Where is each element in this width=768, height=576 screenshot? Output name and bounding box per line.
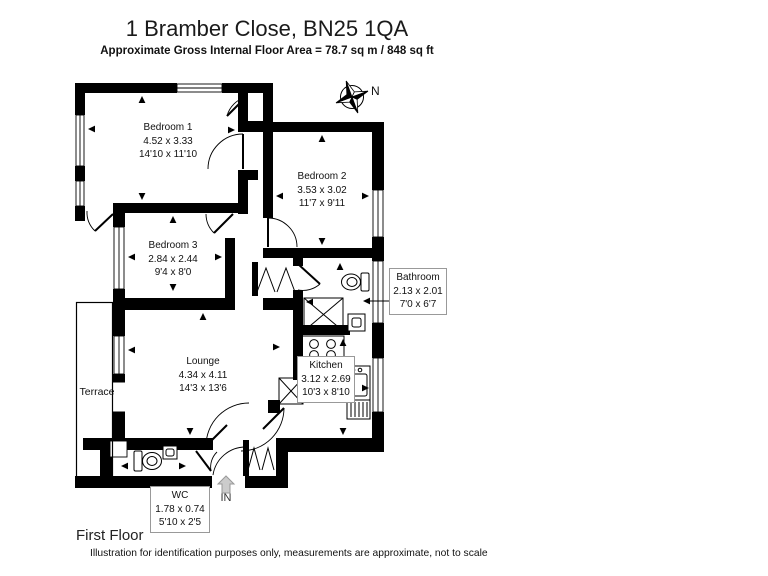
room-dim-metric: 4.52 x 3.33 bbox=[143, 135, 193, 147]
room-dim-metric: 3.53 x 3.02 bbox=[297, 184, 347, 196]
windows bbox=[75, 83, 384, 458]
wc-basin-icon bbox=[162, 445, 178, 460]
kitchen-sink-icon bbox=[346, 365, 371, 420]
room-dim-imperial: 5'10 x 2'5 bbox=[158, 517, 202, 528]
room-dim-metric: 2.84 x 2.44 bbox=[148, 253, 198, 265]
room-name: Lounge bbox=[186, 356, 220, 367]
floor-label: First Floor bbox=[76, 527, 144, 544]
room-dim-metric: 1.78 x 0.74 bbox=[155, 503, 205, 515]
room-label-lounge: Lounge 4.34 x 4.11 14'3 x 13'6 bbox=[143, 355, 263, 396]
room-name: Bedroom 3 bbox=[148, 240, 198, 251]
room-dim-metric: 2.13 x 2.01 bbox=[393, 285, 443, 297]
bathroom-sink-icon bbox=[347, 313, 366, 332]
entry-in-label: IN bbox=[220, 492, 232, 504]
room-name: Kitchen bbox=[309, 360, 343, 371]
room-label-bathroom: Bathroom 2.13 x 2.01 7'0 x 6'7 bbox=[389, 268, 447, 315]
room-name: Bathroom bbox=[396, 272, 440, 283]
toilet-icon bbox=[341, 272, 370, 292]
room-label-bedroom-2: Bedroom 2 3.53 x 3.02 11'7 x 9'11 bbox=[262, 170, 382, 211]
room-label-terrace: Terrace bbox=[79, 386, 115, 398]
room-label-kitchen: Kitchen 3.12 x 2.69 10'3 x 8'10 bbox=[297, 356, 355, 403]
compass-north-label: N bbox=[371, 84, 380, 98]
room-label-wc: WC 1.78 x 0.74 5'10 x 2'5 bbox=[150, 486, 210, 533]
floor-area-subtitle: Approximate Gross Internal Floor Area = … bbox=[100, 45, 434, 57]
room-name: Bedroom 1 bbox=[143, 122, 193, 133]
room-dim-metric: 4.34 x 4.11 bbox=[178, 369, 228, 381]
dimension-arrows bbox=[88, 96, 389, 486]
entry-in-arrow-icon bbox=[216, 475, 236, 494]
room-dim-imperial: 10'3 x 8'10 bbox=[302, 387, 350, 398]
room-dim-imperial: 14'3 x 13'6 bbox=[179, 383, 227, 394]
disclaimer-text: Illustration for identification purposes… bbox=[90, 548, 488, 559]
room-dim-imperial: 9'4 x 8'0 bbox=[154, 267, 192, 278]
compass-icon bbox=[335, 80, 369, 114]
room-name: WC bbox=[171, 490, 189, 501]
wc-toilet-icon bbox=[133, 450, 162, 472]
doors bbox=[86, 96, 321, 476]
room-dim-imperial: 14'10 x 11'10 bbox=[138, 149, 198, 160]
room-dim-imperial: 7'0 x 6'7 bbox=[399, 299, 437, 310]
room-label-bedroom-1: Bedroom 1 4.52 x 3.33 14'10 x 11'10 bbox=[108, 121, 228, 162]
page-title: 1 Bramber Close, BN25 1QA bbox=[125, 16, 409, 41]
terrace-outline bbox=[75, 301, 114, 479]
room-dim-metric: 3.12 x 2.69 bbox=[301, 373, 351, 385]
room-name: Bedroom 2 bbox=[297, 171, 347, 182]
room-dim-imperial: 11'7 x 9'11 bbox=[298, 198, 346, 209]
closet-doors bbox=[247, 266, 296, 471]
room-label-bedroom-3: Bedroom 3 2.84 x 2.44 9'4 x 8'0 bbox=[113, 239, 233, 280]
